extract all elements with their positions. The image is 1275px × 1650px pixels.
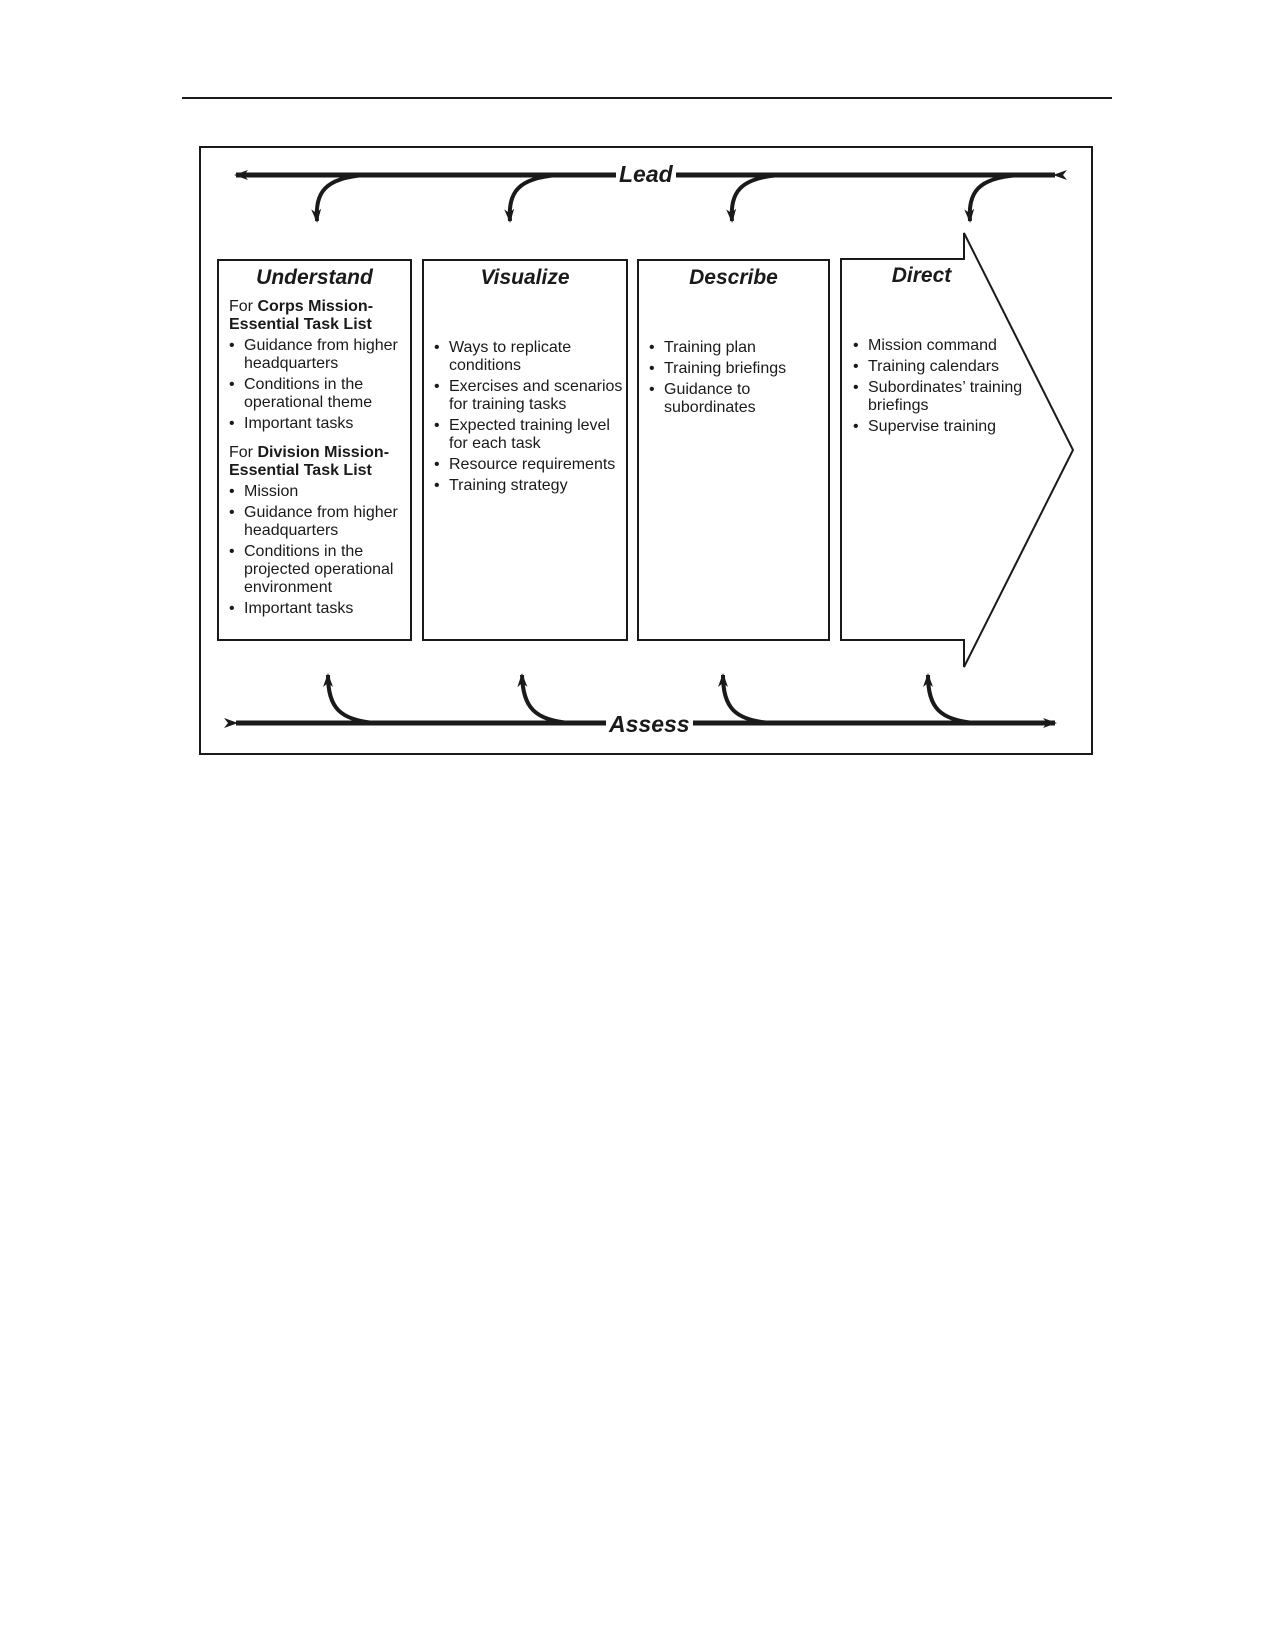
list-item: Training strategy xyxy=(434,477,624,495)
list-item: Expected training level for each task xyxy=(434,417,624,453)
panel-understand: Understand For Corps Mission-Essential T… xyxy=(217,259,412,641)
panel-title: Describe xyxy=(689,266,778,289)
header-rule xyxy=(182,97,1112,99)
panel-title: Understand xyxy=(256,266,373,289)
figure-frame xyxy=(199,146,1093,755)
lead-branch-direct xyxy=(964,173,1019,223)
list-item: Training briefings xyxy=(649,360,824,378)
list-item: Training plan xyxy=(649,339,824,357)
panel-title: Visualize xyxy=(480,266,570,289)
bullet-list: Mission command Training calendars Subor… xyxy=(853,337,1031,436)
list-item: Guidance from higher headquarters xyxy=(229,504,406,540)
bullet-list: Guidance from higher headquarters Condit… xyxy=(229,337,406,433)
group-heading: For Division Mission-Essential Task List xyxy=(229,444,390,479)
assess-branch-direct xyxy=(923,673,976,725)
bullet-list: Training plan Training briefings Guidanc… xyxy=(649,339,824,417)
group-heading-bold: Corps Mission-Essential Task List xyxy=(229,298,374,333)
bullet-list: Ways to replicate conditions Exercises a… xyxy=(434,339,624,495)
list-item: Training calendars xyxy=(853,358,1031,376)
assess-branch-visualize xyxy=(517,673,571,725)
group-heading: For Corps Mission-Essential Task List xyxy=(229,298,374,333)
panel-body: Ways to replicate conditions Exercises a… xyxy=(434,339,624,498)
panel-body: For Corps Mission-Essential Task List Gu… xyxy=(229,298,406,629)
bullet-list: Mission Guidance from higher headquarter… xyxy=(229,483,406,618)
list-item: Guidance from higher headquarters xyxy=(229,337,406,373)
list-item: Guidance to subordinates xyxy=(649,381,824,417)
list-item: Important tasks xyxy=(229,600,406,618)
list-item: Important tasks xyxy=(229,415,406,433)
list-item: Supervise training xyxy=(853,418,1031,436)
panel-title: Direct xyxy=(891,264,952,287)
panel-direct: Direct Mission command Training calendar… xyxy=(841,259,1041,641)
lead-branch-describe xyxy=(726,173,781,223)
assess-branch-describe xyxy=(718,673,771,725)
list-item: Conditions in the projected operational … xyxy=(229,543,406,597)
assess-label: Assess xyxy=(606,711,693,737)
list-item: Resource requirements xyxy=(434,456,624,474)
list-item: Subordinates’ training briefings xyxy=(853,379,1031,415)
panel-describe: Describe Training plan Training briefing… xyxy=(637,259,830,641)
list-item: Ways to replicate conditions xyxy=(434,339,624,375)
task-list-group-corps: For Corps Mission-Essential Task List Gu… xyxy=(229,298,406,433)
list-item: Mission xyxy=(229,483,406,501)
assess-branch-understand xyxy=(323,673,376,725)
lead-branch-visualize xyxy=(504,173,559,223)
lead-label: Lead xyxy=(616,161,676,187)
task-list-group-division: For Division Mission-Essential Task List… xyxy=(229,444,406,618)
panel-body: Training plan Training briefings Guidanc… xyxy=(649,339,824,420)
panel-body: Mission command Training calendars Subor… xyxy=(853,337,1031,439)
lead-branch-understand xyxy=(311,173,366,223)
panel-visualize: Visualize Ways to replicate conditions E… xyxy=(422,259,628,641)
list-item: Conditions in the operational theme xyxy=(229,376,406,412)
group-heading-bold: Division Mission-Essential Task List xyxy=(229,444,390,479)
list-item: Exercises and scenarios for training tas… xyxy=(434,378,624,414)
list-item: Mission command xyxy=(853,337,1031,355)
